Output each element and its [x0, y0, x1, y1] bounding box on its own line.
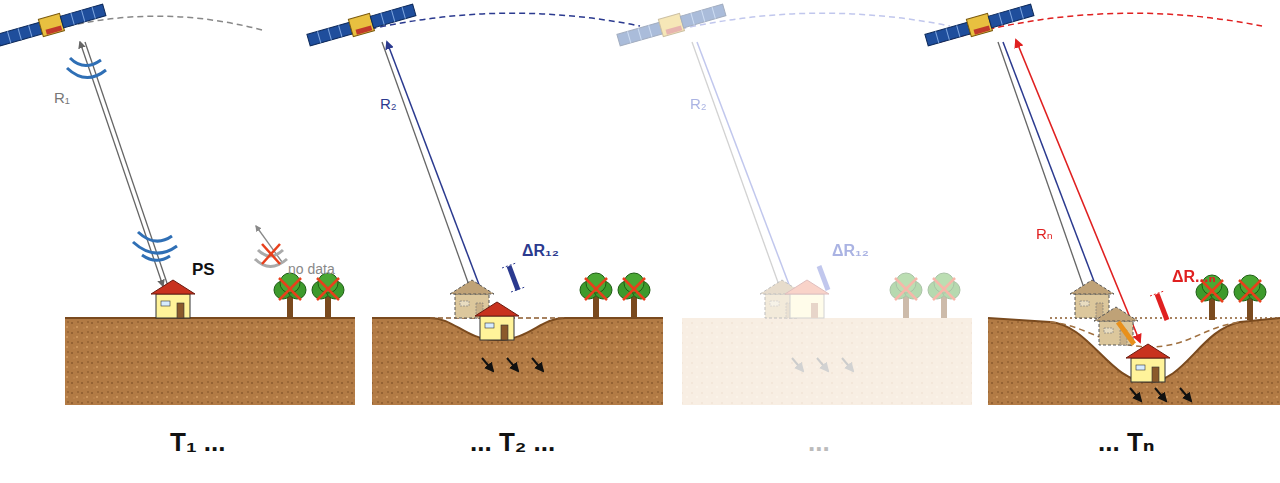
illustration-part	[138, 232, 172, 241]
illustration-part	[817, 358, 828, 371]
illustration-part	[988, 318, 1280, 382]
illustration-part	[692, 42, 780, 288]
time-label: ...	[808, 428, 830, 457]
illustration-part	[1050, 322, 1240, 347]
time-label: T₁ ...	[170, 428, 226, 457]
illustration-part	[682, 318, 972, 405]
illustration-part	[67, 68, 106, 78]
illustration-part	[306, 1, 417, 49]
delta-range-label: ΔR...ₙ	[1172, 268, 1216, 286]
illustration-part	[616, 1, 727, 49]
illustration-part	[697, 42, 796, 303]
illustration-part	[372, 318, 663, 340]
illustration-part	[1016, 40, 1140, 342]
range-label: R₂	[380, 96, 397, 113]
illustration-part	[70, 58, 101, 66]
illustration-part	[1130, 388, 1141, 401]
illustration-part	[811, 303, 818, 318]
illustration-part	[0, 1, 107, 49]
illustration-part	[1180, 388, 1191, 401]
illustration-part	[262, 244, 280, 264]
illustration-part	[819, 266, 828, 290]
illustration-part	[511, 287, 525, 292]
illustration-part	[507, 358, 518, 371]
illustration-part	[274, 273, 306, 318]
illustration-part	[502, 263, 516, 268]
illustration-part	[80, 42, 163, 286]
illustration-part	[790, 294, 824, 318]
illustration-part	[1094, 307, 1138, 345]
illustration-part	[1126, 344, 1170, 382]
illustration-part	[65, 317, 355, 319]
time-label: ... T₂ ...	[470, 428, 555, 457]
illustration-part	[998, 42, 1084, 288]
illustration-part	[1234, 275, 1266, 320]
panel-t1	[0, 1, 355, 405]
illustration-part	[580, 273, 612, 318]
time-label: ... Tₙ	[1098, 428, 1155, 457]
panel-tn	[924, 1, 1280, 405]
illustration-part	[67, 58, 177, 260]
illustration-part	[928, 273, 960, 318]
illustration-part	[65, 318, 355, 405]
illustration-part	[151, 280, 195, 318]
illustration-part	[262, 244, 280, 264]
illustration-part	[387, 42, 486, 303]
illustration-part	[842, 358, 853, 371]
range-label: R₁	[54, 90, 70, 107]
illustration-part	[1155, 388, 1166, 401]
illustration-part	[890, 273, 922, 318]
illustration-part	[924, 1, 1035, 49]
illustration-part	[312, 273, 344, 318]
illustration-part	[1118, 322, 1134, 344]
illustration-part	[482, 358, 493, 371]
illustration-part	[792, 358, 803, 371]
illustration-part	[988, 318, 1280, 405]
illustration-part	[382, 42, 470, 288]
illustration-part	[1157, 294, 1167, 320]
illustration-part	[85, 42, 168, 286]
delta-range-label: ΔR₁₂	[522, 242, 559, 260]
illustration-part	[255, 259, 287, 267]
illustration-part	[372, 318, 663, 405]
illustration-part	[133, 242, 177, 253]
illustration-part	[142, 255, 170, 260]
illustration-part	[1003, 42, 1108, 318]
panel-faded	[616, 1, 972, 405]
range-label: Rₙ	[1036, 226, 1053, 243]
illustration-part	[475, 302, 519, 340]
delta-range-label: ΔR₁₂	[832, 242, 869, 260]
illustration-part	[1150, 291, 1164, 296]
range-label: R₂	[690, 96, 707, 113]
panel-t2	[306, 1, 663, 405]
illustration-part	[785, 280, 829, 318]
illustration-part	[509, 266, 518, 290]
illustration-part	[618, 273, 650, 318]
ps-label: PS	[192, 261, 215, 280]
no-data-label: no data	[288, 262, 335, 277]
illustration-part	[532, 358, 543, 371]
